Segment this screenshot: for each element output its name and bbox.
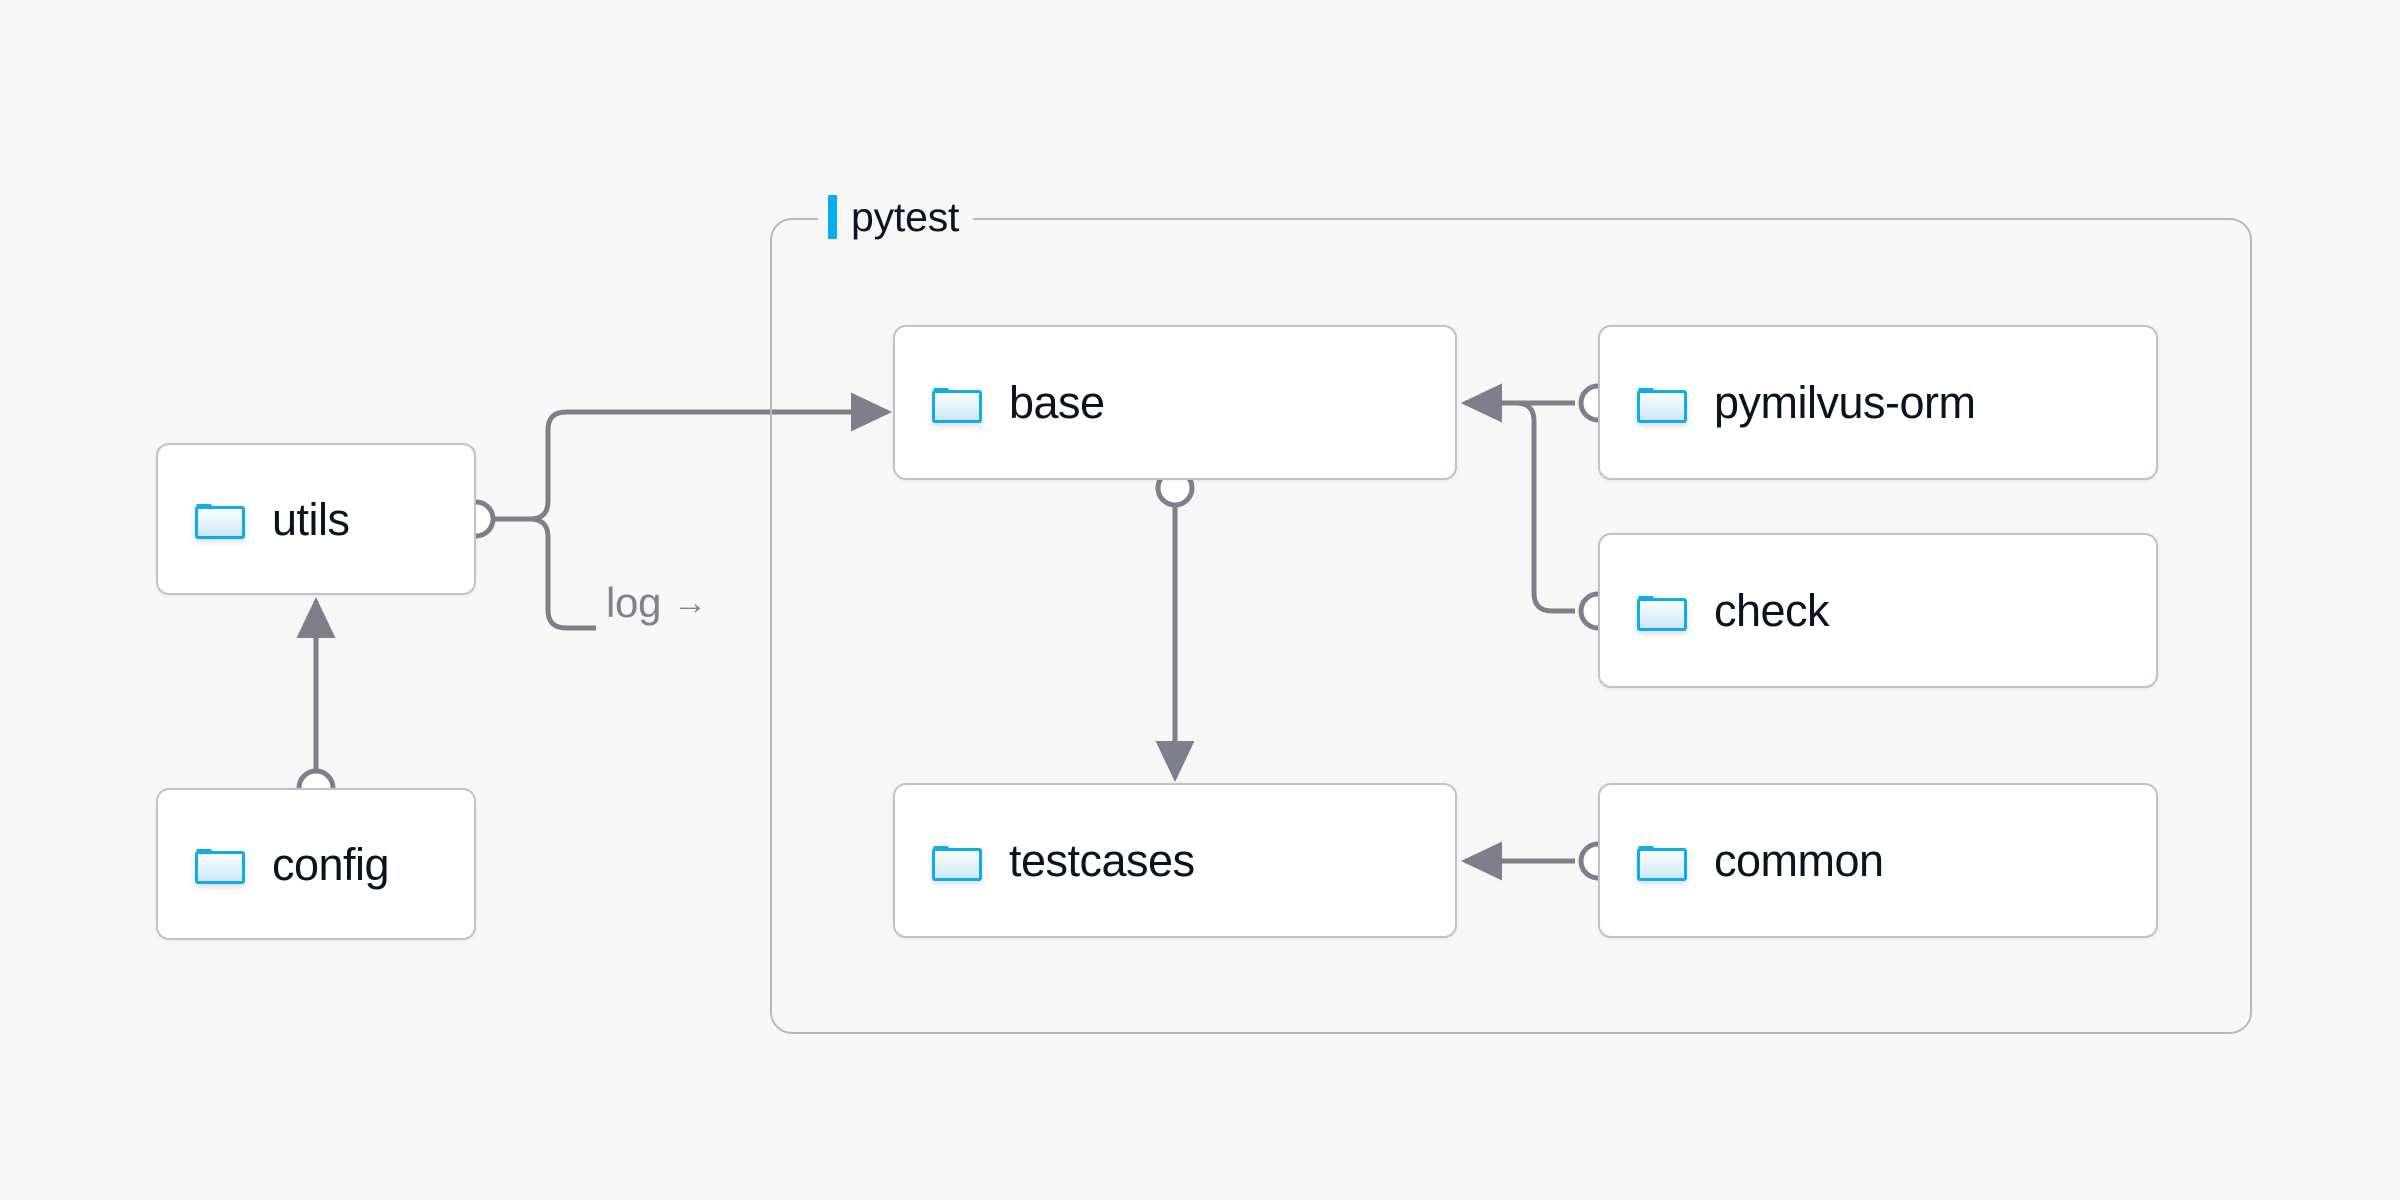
node-label: utils xyxy=(272,493,350,545)
group-pytest-container[interactable] xyxy=(770,218,2252,1034)
node-base[interactable]: base xyxy=(893,325,1457,480)
arrow-right-icon: → xyxy=(673,584,708,622)
folder-icon xyxy=(1636,382,1688,424)
folder-icon xyxy=(194,843,246,885)
group-title-text: pytest xyxy=(851,193,960,240)
node-testcases[interactable]: testcases xyxy=(893,783,1457,938)
node-label: common xyxy=(1714,835,1884,886)
folder-icon xyxy=(931,382,983,424)
group-accent-bar xyxy=(828,195,837,239)
node-check[interactable]: check xyxy=(1598,533,2158,688)
node-label: testcases xyxy=(1009,835,1195,886)
node-config[interactable]: config xyxy=(156,788,476,940)
edge-utils-to-base xyxy=(529,392,892,522)
node-pymilvus-orm[interactable]: pymilvus-orm xyxy=(1598,325,2158,480)
edge-label-text: log xyxy=(606,579,662,626)
group-pytest-label: pytest xyxy=(818,190,974,244)
folder-icon xyxy=(194,498,246,540)
folder-icon xyxy=(1636,590,1688,632)
node-common[interactable]: common xyxy=(1598,783,2158,938)
folder-icon xyxy=(1636,840,1688,882)
node-label: check xyxy=(1714,585,1830,636)
edge-utils-to-log xyxy=(529,516,596,631)
folder-icon xyxy=(931,840,983,882)
edge-check-to-base xyxy=(1461,383,1575,614)
edge-label-log: log → xyxy=(598,579,716,626)
node-label: pymilvus-orm xyxy=(1714,377,1976,428)
node-utils[interactable]: utils xyxy=(156,443,476,595)
node-label: config xyxy=(272,838,390,890)
node-label: base xyxy=(1009,377,1105,428)
